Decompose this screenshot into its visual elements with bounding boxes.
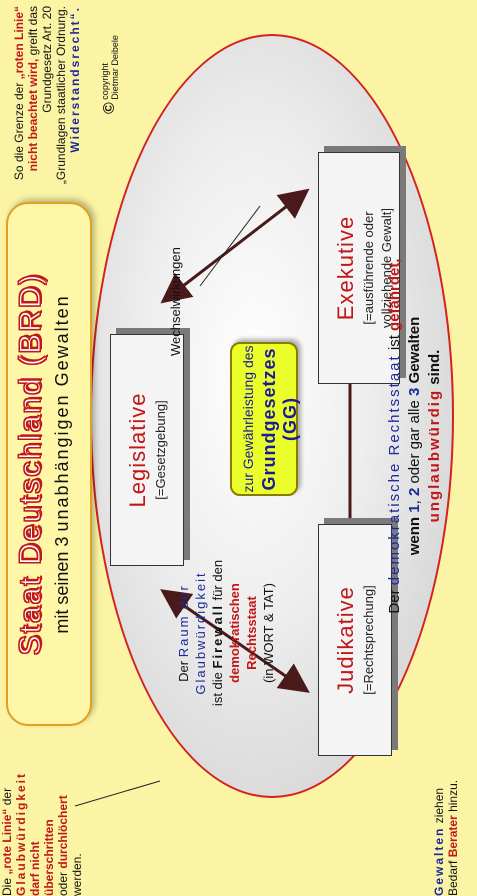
firewall-text: Der Raum der Glaubwürdigkeit ist die Fir… bbox=[175, 548, 277, 718]
arrow-legislative-exekutive bbox=[160, 188, 310, 304]
right-note-line2: nicht beachtet wird, greift das bbox=[26, 6, 40, 172]
exekutive-subtitle-1: [=ausführende oder bbox=[361, 211, 376, 325]
bottom-line3: unglaubwürdig sind. bbox=[426, 349, 443, 523]
center-line1: zur Gewährleistung des bbox=[240, 345, 256, 493]
pointer-wechselwirkungen bbox=[199, 205, 261, 287]
center-box: zur Gewährleistung des Grundgesetzes (GG… bbox=[230, 342, 300, 496]
legislative-subtitle: [=Gesetzgebung] bbox=[153, 400, 168, 500]
right-note-line4: „Grundlagen staatlicher Ordnung. bbox=[54, 6, 68, 185]
judikative-title: Judikative bbox=[333, 586, 358, 694]
copyright-line2: Dietmar Deibele bbox=[110, 35, 120, 100]
bottom-statement: Der demokratische Rechtsstaat ist gefähr… bbox=[385, 206, 445, 666]
wechselwirkungen-label: Wechselwirkungen bbox=[168, 247, 183, 356]
copyright: © copyright Dietmar Deibele bbox=[100, 14, 120, 114]
judikative-subtitle: [=Rechtsprechung] bbox=[361, 585, 376, 695]
right-note-line1: So die Grenze der „roten Linie“ bbox=[12, 6, 26, 181]
copyright-icon: © bbox=[101, 102, 118, 114]
bottom-line2: wenn 1, 2 oder gar alle 3 Gewalten bbox=[406, 316, 423, 556]
firewall-line4: demokratischen Rechtsstaat bbox=[227, 583, 259, 683]
pointer-left-note bbox=[74, 780, 161, 807]
firewall-line1: Der Raum der bbox=[176, 584, 191, 682]
right-note-line5: Widerstandsrecht“. bbox=[68, 6, 82, 153]
arrow-legislative-judikative bbox=[160, 589, 310, 693]
bottom-line1: Der demokratische Rechtsstaat ist gefähr… bbox=[386, 258, 403, 614]
exekutive-title: Exekutive bbox=[333, 215, 358, 321]
legislative-title: Legislative bbox=[125, 392, 150, 508]
legislative-box: Legislative [=Gesetzgebung] bbox=[110, 334, 184, 566]
right-note-line3: Grundgesetz Art. 20 bbox=[40, 6, 54, 113]
copyright-line1: copyright bbox=[100, 63, 110, 100]
judikative-box: Judikative [=Rechtsprechung] bbox=[318, 524, 392, 756]
center-line2: Grundgesetzes (GG) bbox=[259, 347, 300, 491]
firewall-line3: ist die Firewall für den bbox=[210, 559, 225, 707]
firewall-line5: (in WORT & TAT) bbox=[261, 583, 276, 683]
firewall-line2: Glaubwürdigkeit bbox=[193, 571, 208, 695]
right-note: So die Grenze der „roten Linie“ nicht be… bbox=[12, 6, 82, 196]
